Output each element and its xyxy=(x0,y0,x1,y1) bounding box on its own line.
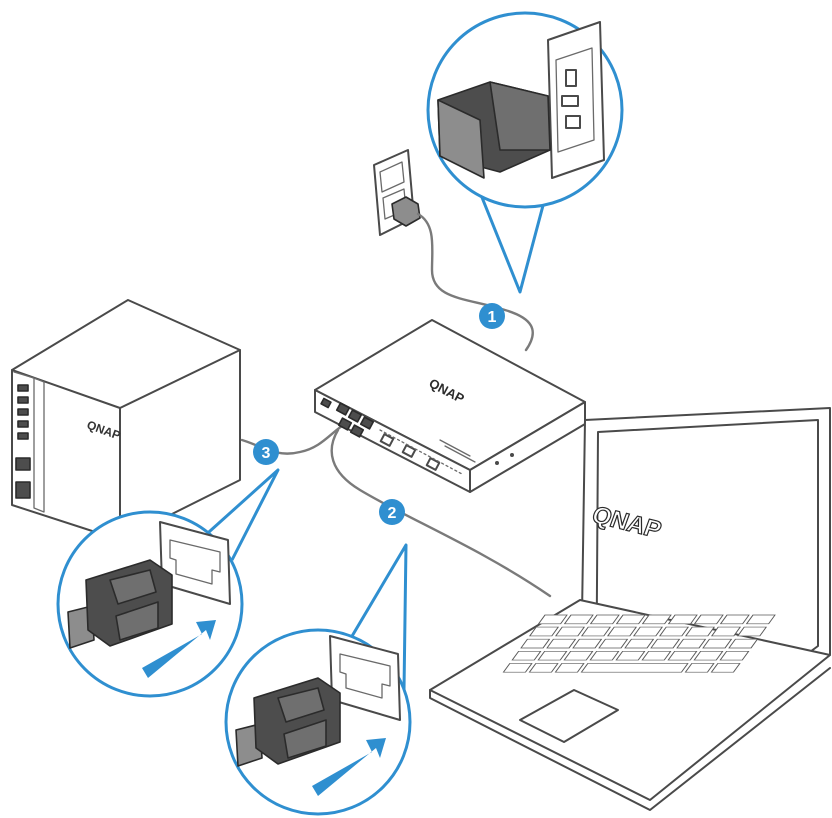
power-plug-in-outlet xyxy=(391,196,421,227)
zoom-pointer-1 xyxy=(473,179,547,294)
zoom-laptop-ethernet xyxy=(224,543,412,816)
step-badge-2: 2 xyxy=(379,499,405,525)
laptop-network-cable xyxy=(330,428,552,598)
svg-text:3: 3 xyxy=(262,445,271,462)
step-badge-3: 3 xyxy=(253,439,279,465)
svg-text:2: 2 xyxy=(388,505,397,522)
insert-arrow-2 xyxy=(312,738,386,796)
nas-device: QNAP xyxy=(11,299,241,541)
network-device: QNAP xyxy=(314,319,586,493)
insert-arrow-3 xyxy=(142,620,216,678)
zoom-pointer-3 xyxy=(198,468,280,561)
laptop-keyboard xyxy=(502,614,776,673)
laptop: QNAP xyxy=(429,407,831,811)
laptop-touchpad xyxy=(519,689,619,743)
power-cable xyxy=(416,212,534,352)
zoom-pointer-2 xyxy=(343,543,408,691)
zoom-nas-ethernet xyxy=(56,468,280,698)
zoom-power-socket xyxy=(426,11,624,294)
svg-text:1: 1 xyxy=(488,309,497,326)
step-badge-1: 1 xyxy=(479,303,505,329)
